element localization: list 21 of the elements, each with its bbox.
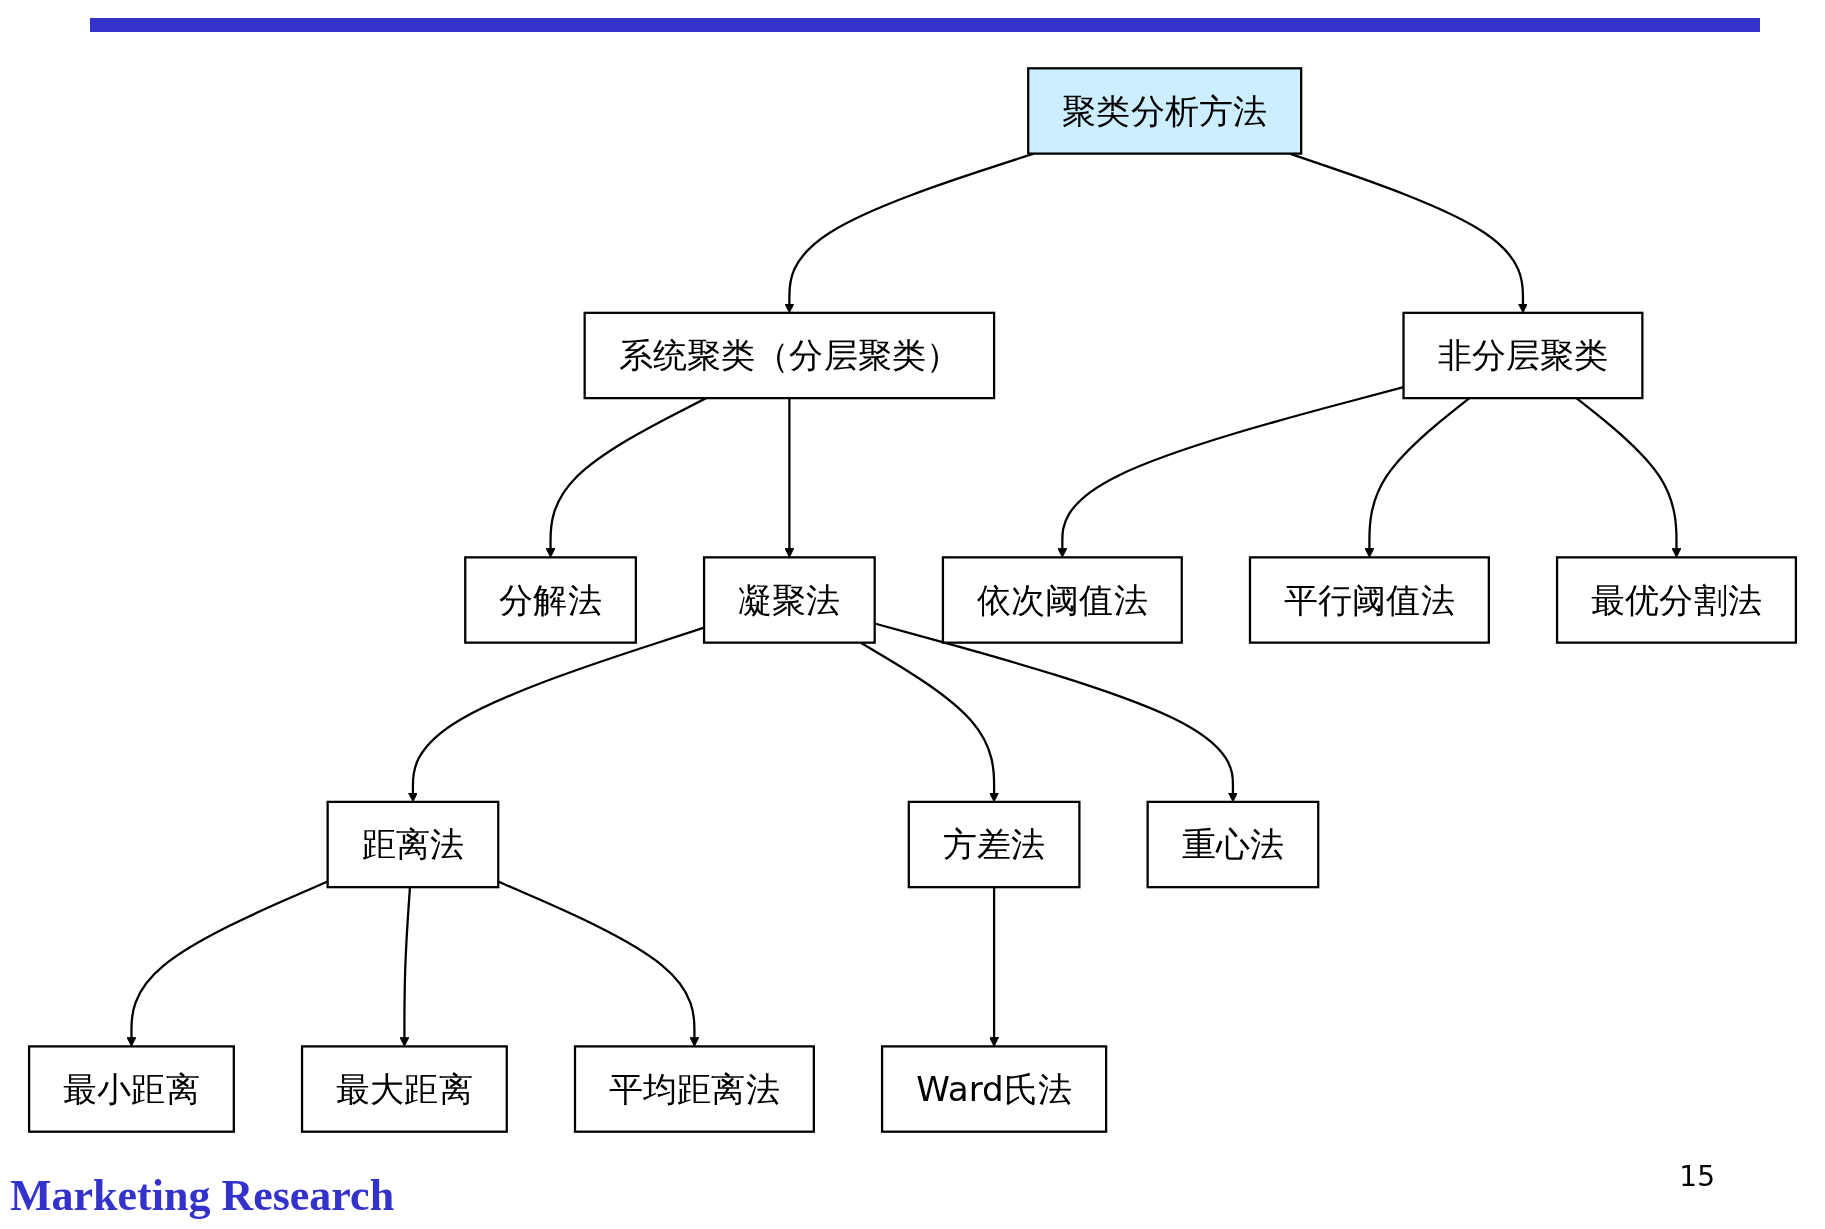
node-box: 最大距离 bbox=[300, 1045, 508, 1133]
node-box: 方差法 bbox=[907, 800, 1081, 889]
arrow bbox=[1057, 386, 1404, 558]
arrow bbox=[399, 887, 412, 1047]
node-box: 聚类分析方法 bbox=[1027, 67, 1303, 155]
arrow bbox=[989, 887, 1000, 1047]
node-box: 距离法 bbox=[326, 800, 500, 889]
node-box: 分解法 bbox=[464, 556, 637, 644]
node-box: 重心法 bbox=[1146, 800, 1320, 889]
node-box: 依次阈值法 bbox=[941, 556, 1183, 644]
footer-text: Marketing Research bbox=[10, 1170, 395, 1221]
arrow bbox=[784, 398, 795, 558]
node-box: 平行阈值法 bbox=[1248, 556, 1490, 644]
node-box: 平均距离法 bbox=[573, 1045, 815, 1133]
node-box: 最优分割法 bbox=[1555, 556, 1798, 644]
page-number: 15 bbox=[1679, 1160, 1715, 1193]
node-box: 非分层聚类 bbox=[1402, 311, 1644, 400]
node-box: 最小距离 bbox=[27, 1045, 235, 1133]
node-box: 凝聚法 bbox=[702, 556, 876, 644]
node-box: 系统聚类（分层聚类） bbox=[583, 311, 996, 400]
node-box: Ward氏法 bbox=[880, 1045, 1108, 1133]
